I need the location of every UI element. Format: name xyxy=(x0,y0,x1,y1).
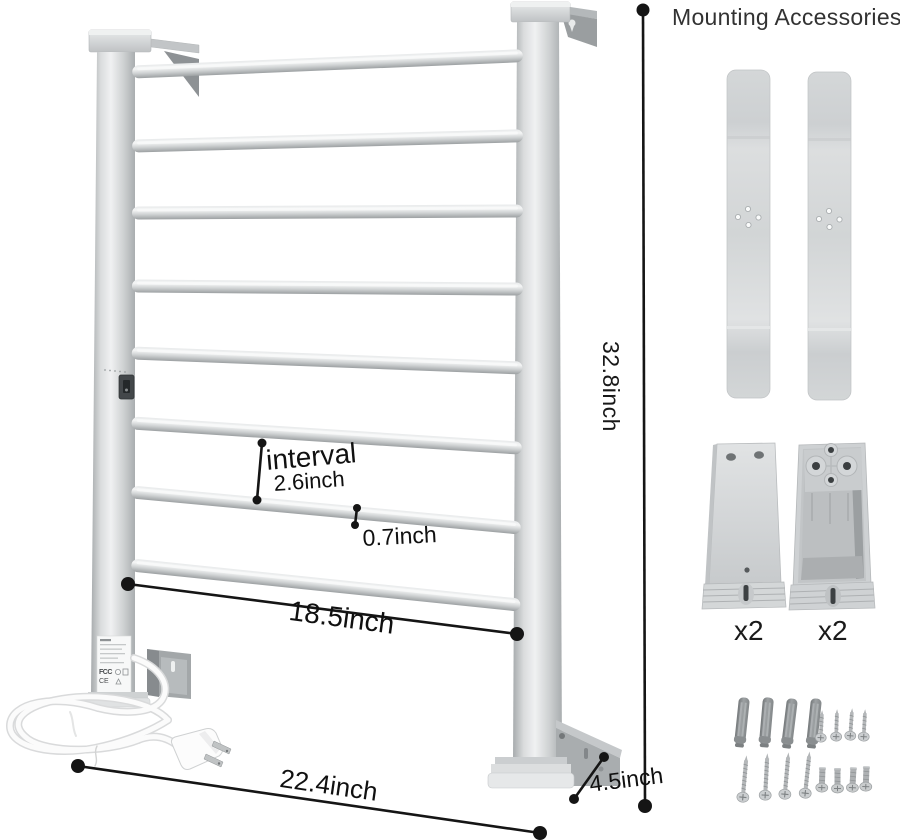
power-plug xyxy=(170,728,232,770)
small-screws xyxy=(814,707,872,743)
towel-rack xyxy=(5,1,622,789)
towel-bars xyxy=(130,49,524,612)
left-post xyxy=(91,52,135,694)
mounting-strips xyxy=(726,69,852,401)
long-screws xyxy=(735,750,817,804)
height-dimension-line xyxy=(636,3,652,813)
dimension-lines xyxy=(71,3,652,840)
cover-front-qty-label: x2 xyxy=(734,615,764,646)
hardware-set xyxy=(733,696,873,804)
height-dimension-label: 32.8inch xyxy=(598,341,624,432)
inner-width-dimension-line xyxy=(121,577,524,641)
bracket-cover-back xyxy=(788,442,876,611)
right-post xyxy=(513,22,562,762)
left-post-cap-top xyxy=(89,30,151,35)
sticker-fcc-mark: FCC xyxy=(99,669,112,676)
power-cord xyxy=(5,654,182,767)
interval-dimension-line xyxy=(252,438,267,505)
sticker-ce-mark: CE xyxy=(99,678,109,685)
accessories-title: Mounting Accessories : xyxy=(672,4,900,30)
bar-diameter-label: 0.7inch xyxy=(361,521,438,551)
machine-screws xyxy=(815,765,873,794)
rating-sticker xyxy=(96,635,132,694)
wall-anchors xyxy=(733,696,823,750)
diameter-dimension-line xyxy=(351,504,361,529)
interval-dimension-value: 2.6inch xyxy=(272,466,346,496)
floor-bracket-right xyxy=(556,720,622,786)
outer-width-dimension-line xyxy=(71,759,547,840)
screw-bosses xyxy=(805,443,858,487)
power-switch xyxy=(104,369,135,400)
right-foot xyxy=(487,757,575,789)
bracket-cover-front xyxy=(701,442,787,610)
cover-back-qty-label: x2 xyxy=(818,615,848,646)
depth-dimension-line xyxy=(569,752,609,804)
